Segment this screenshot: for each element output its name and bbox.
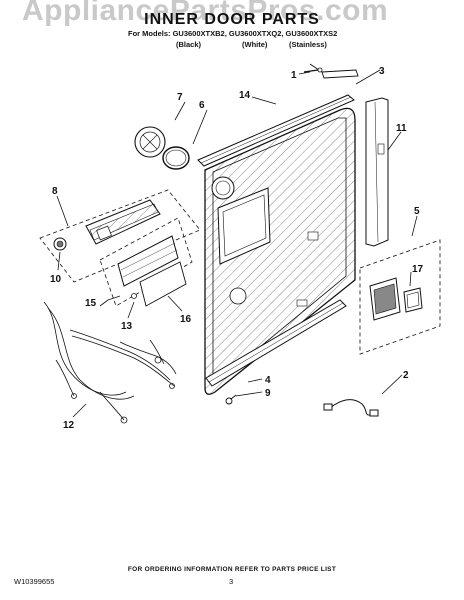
callout-15: 15: [85, 298, 97, 309]
callout-16: 16: [180, 314, 192, 325]
callout-7: 7: [177, 92, 183, 103]
document-number: W10399655: [14, 577, 55, 586]
color-white-label: (White): [242, 40, 268, 49]
watermark: AppliancePartsPros.com: [22, 0, 389, 27]
models-line: For Models: GU3600XTXB2, GU3600XTXQ2, GU…: [128, 29, 338, 38]
page-title: INNER DOOR PARTS: [144, 11, 320, 28]
callout-2: 2: [403, 370, 409, 381]
part-1-screw: [303, 67, 323, 73]
part-3-vent-strip: [309, 63, 359, 79]
part-2-cable: [323, 399, 379, 417]
part-4-bottom-seal: [205, 299, 347, 387]
callout-11: 11: [396, 123, 407, 134]
callout-10: 10: [50, 274, 62, 285]
part-7-rinse-aid-cap: [134, 126, 166, 158]
callout-17: 17: [412, 264, 424, 275]
control-board-outline: [99, 217, 193, 307]
part-10-knob: [53, 237, 67, 251]
side-assembly-outline: [359, 239, 441, 355]
part-13-screw: [131, 293, 137, 299]
callout-9: 9: [265, 388, 271, 399]
callout-4: 4: [265, 375, 271, 386]
callout-1: 1: [291, 70, 297, 81]
callout-6: 6: [199, 100, 205, 111]
part-8-control-console: [85, 199, 161, 245]
callout-5: 5: [414, 206, 420, 217]
callout-12: 12: [63, 420, 75, 431]
callout-14: 14: [239, 90, 251, 101]
callout-3: 3: [379, 66, 385, 77]
part-15-screw: [107, 295, 121, 301]
part-16-control-board: [117, 235, 187, 307]
part-14-door-gasket-top: [197, 94, 355, 167]
part-11-side-seal: [365, 97, 389, 247]
part-12-wire-harness: [43, 301, 177, 424]
color-black-label: (Black): [176, 40, 202, 49]
control-assembly-outline: [39, 189, 201, 283]
part-6-gasket-ring: [162, 146, 190, 170]
part-17-insert: [403, 287, 423, 313]
callout-13: 13: [121, 321, 133, 332]
ordering-info-note: FOR ORDERING INFORMATION REFER TO PARTS …: [127, 566, 337, 573]
part-5-bracket: [369, 277, 401, 321]
leader-lines: [56, 69, 418, 418]
page-number: 3: [229, 577, 234, 586]
part-9-screw: [225, 394, 237, 405]
callout-8: 8: [52, 186, 58, 197]
color-stainless-label: (Stainless): [289, 40, 327, 49]
inner-door-panel: [204, 107, 356, 395]
